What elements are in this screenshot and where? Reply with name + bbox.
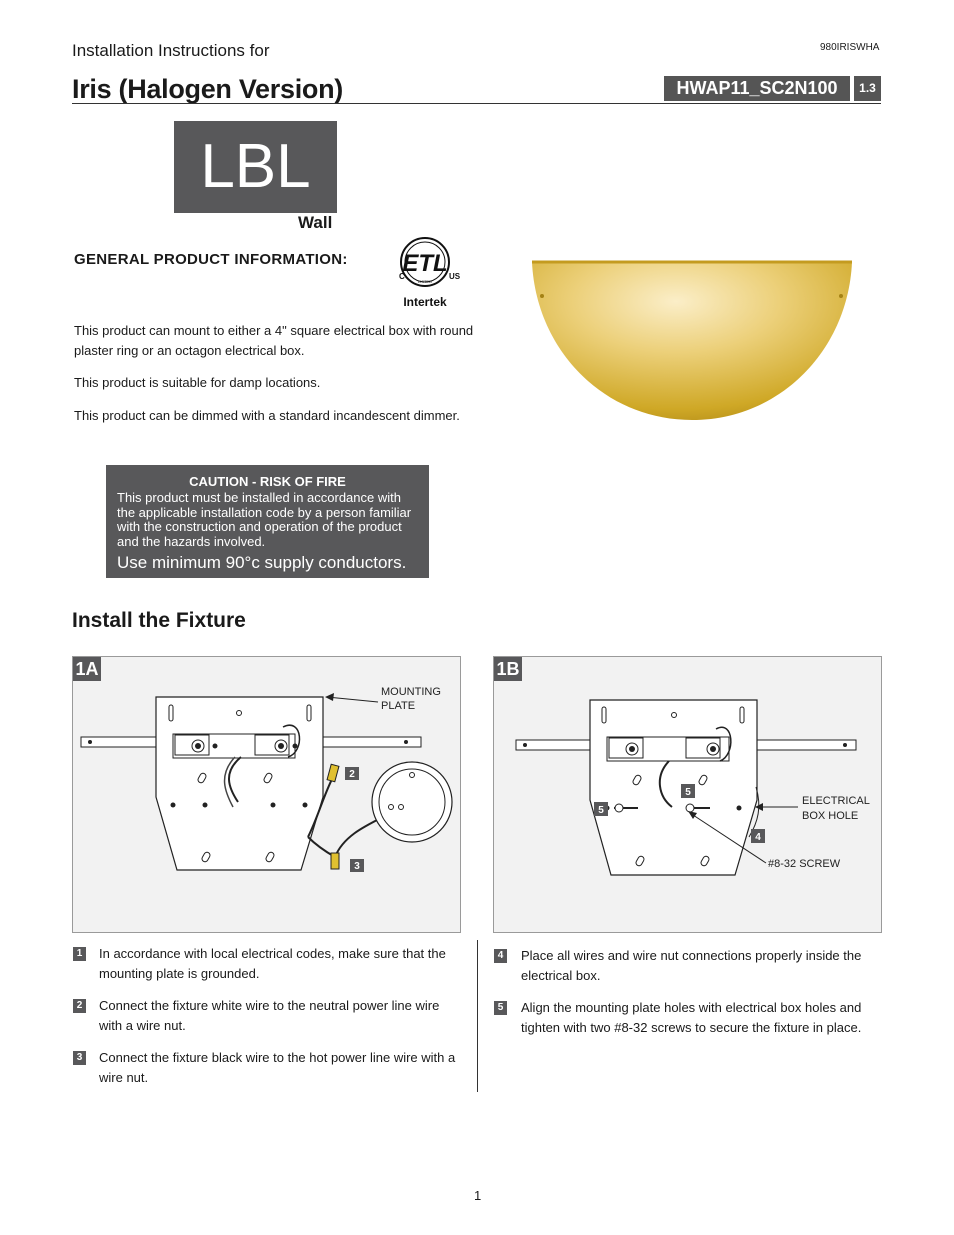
svg-text:ETL: ETL (402, 250, 447, 277)
step-text-4: Place all wires and wire nut connections… (521, 948, 862, 983)
info-paragraph-3: This product can be dimmed with a standa… (74, 408, 460, 423)
page-number: 1 (474, 1188, 482, 1203)
column-divider (477, 940, 478, 1092)
svg-text:2: 2 (349, 769, 355, 780)
logo-category: Wall (298, 213, 333, 232)
step-text-1: In accordance with local electrical code… (99, 946, 446, 981)
step-number-4: 4 (494, 949, 507, 963)
svg-text:MOUNTING: MOUNTING (381, 686, 441, 698)
info-paragraph-1: This product can mount to either a 4" sq… (74, 323, 474, 358)
step-number-1: 1 (73, 947, 86, 961)
svg-text:3: 3 (354, 861, 360, 872)
document-code: 980IRISWHA (820, 42, 880, 53)
mounting-plate-diagram: 2 3 MOUNTING PLATE (80, 686, 453, 872)
step-number-5: 5 (494, 1001, 507, 1015)
caution-box: CAUTION - RISK OF FIRE This product must… (106, 465, 429, 578)
step-text-3: Connect the fixture black wire to the ho… (99, 1050, 456, 1085)
model-number-badge: HWAP11_SC2N100 (664, 76, 850, 101)
panel-tag-1b: 1B (494, 657, 522, 681)
svg-text:5: 5 (685, 787, 691, 798)
svg-text:C: C (399, 272, 405, 281)
page-title: Iris (Halogen Version) (72, 74, 343, 104)
version-badge: 1.3 (854, 76, 881, 101)
step-text-5: Align the mounting plate holes with elec… (521, 1000, 862, 1035)
step-number-3: 3 (73, 1051, 86, 1065)
etl-listed-icon: ETL C US LISTED Intertek (399, 237, 461, 309)
info-paragraph-2: This product is suitable for damp locati… (74, 375, 321, 390)
caution-conductors: Use minimum 90°c supply conductors. (117, 553, 407, 572)
svg-text:LISTED: LISTED (418, 279, 432, 284)
svg-text:4: 4 (755, 832, 761, 843)
step-number-2: 2 (73, 999, 86, 1013)
caution-body: This product must be installed in accord… (117, 490, 412, 549)
electrical-box-diagram: 5 5 4 ELECTRICAL BOX HOLE #8-32 SCREW (515, 699, 870, 876)
svg-text:#8-32 SCREW: #8-32 SCREW (768, 858, 841, 870)
general-info-heading: GENERAL PRODUCT INFORMATION: (74, 251, 348, 268)
title-rule (72, 103, 881, 104)
install-heading: Install the Fixture (72, 609, 246, 632)
svg-text:ELECTRICAL: ELECTRICAL (802, 795, 870, 807)
caution-title: CAUTION - RISK OF FIRE (189, 474, 346, 489)
svg-text:PLATE: PLATE (381, 700, 415, 712)
header-subtitle: Installation Instructions for (72, 41, 270, 60)
brand-logo: LBL (174, 121, 337, 213)
product-image (532, 260, 852, 420)
svg-text:Intertek: Intertek (403, 295, 447, 309)
step-text-2: Connect the fixture white wire to the ne… (99, 998, 440, 1033)
svg-text:US: US (449, 272, 461, 281)
panel-tag-1a: 1A (73, 657, 101, 681)
svg-text:BOX HOLE: BOX HOLE (802, 810, 858, 822)
svg-text:5: 5 (598, 805, 604, 816)
